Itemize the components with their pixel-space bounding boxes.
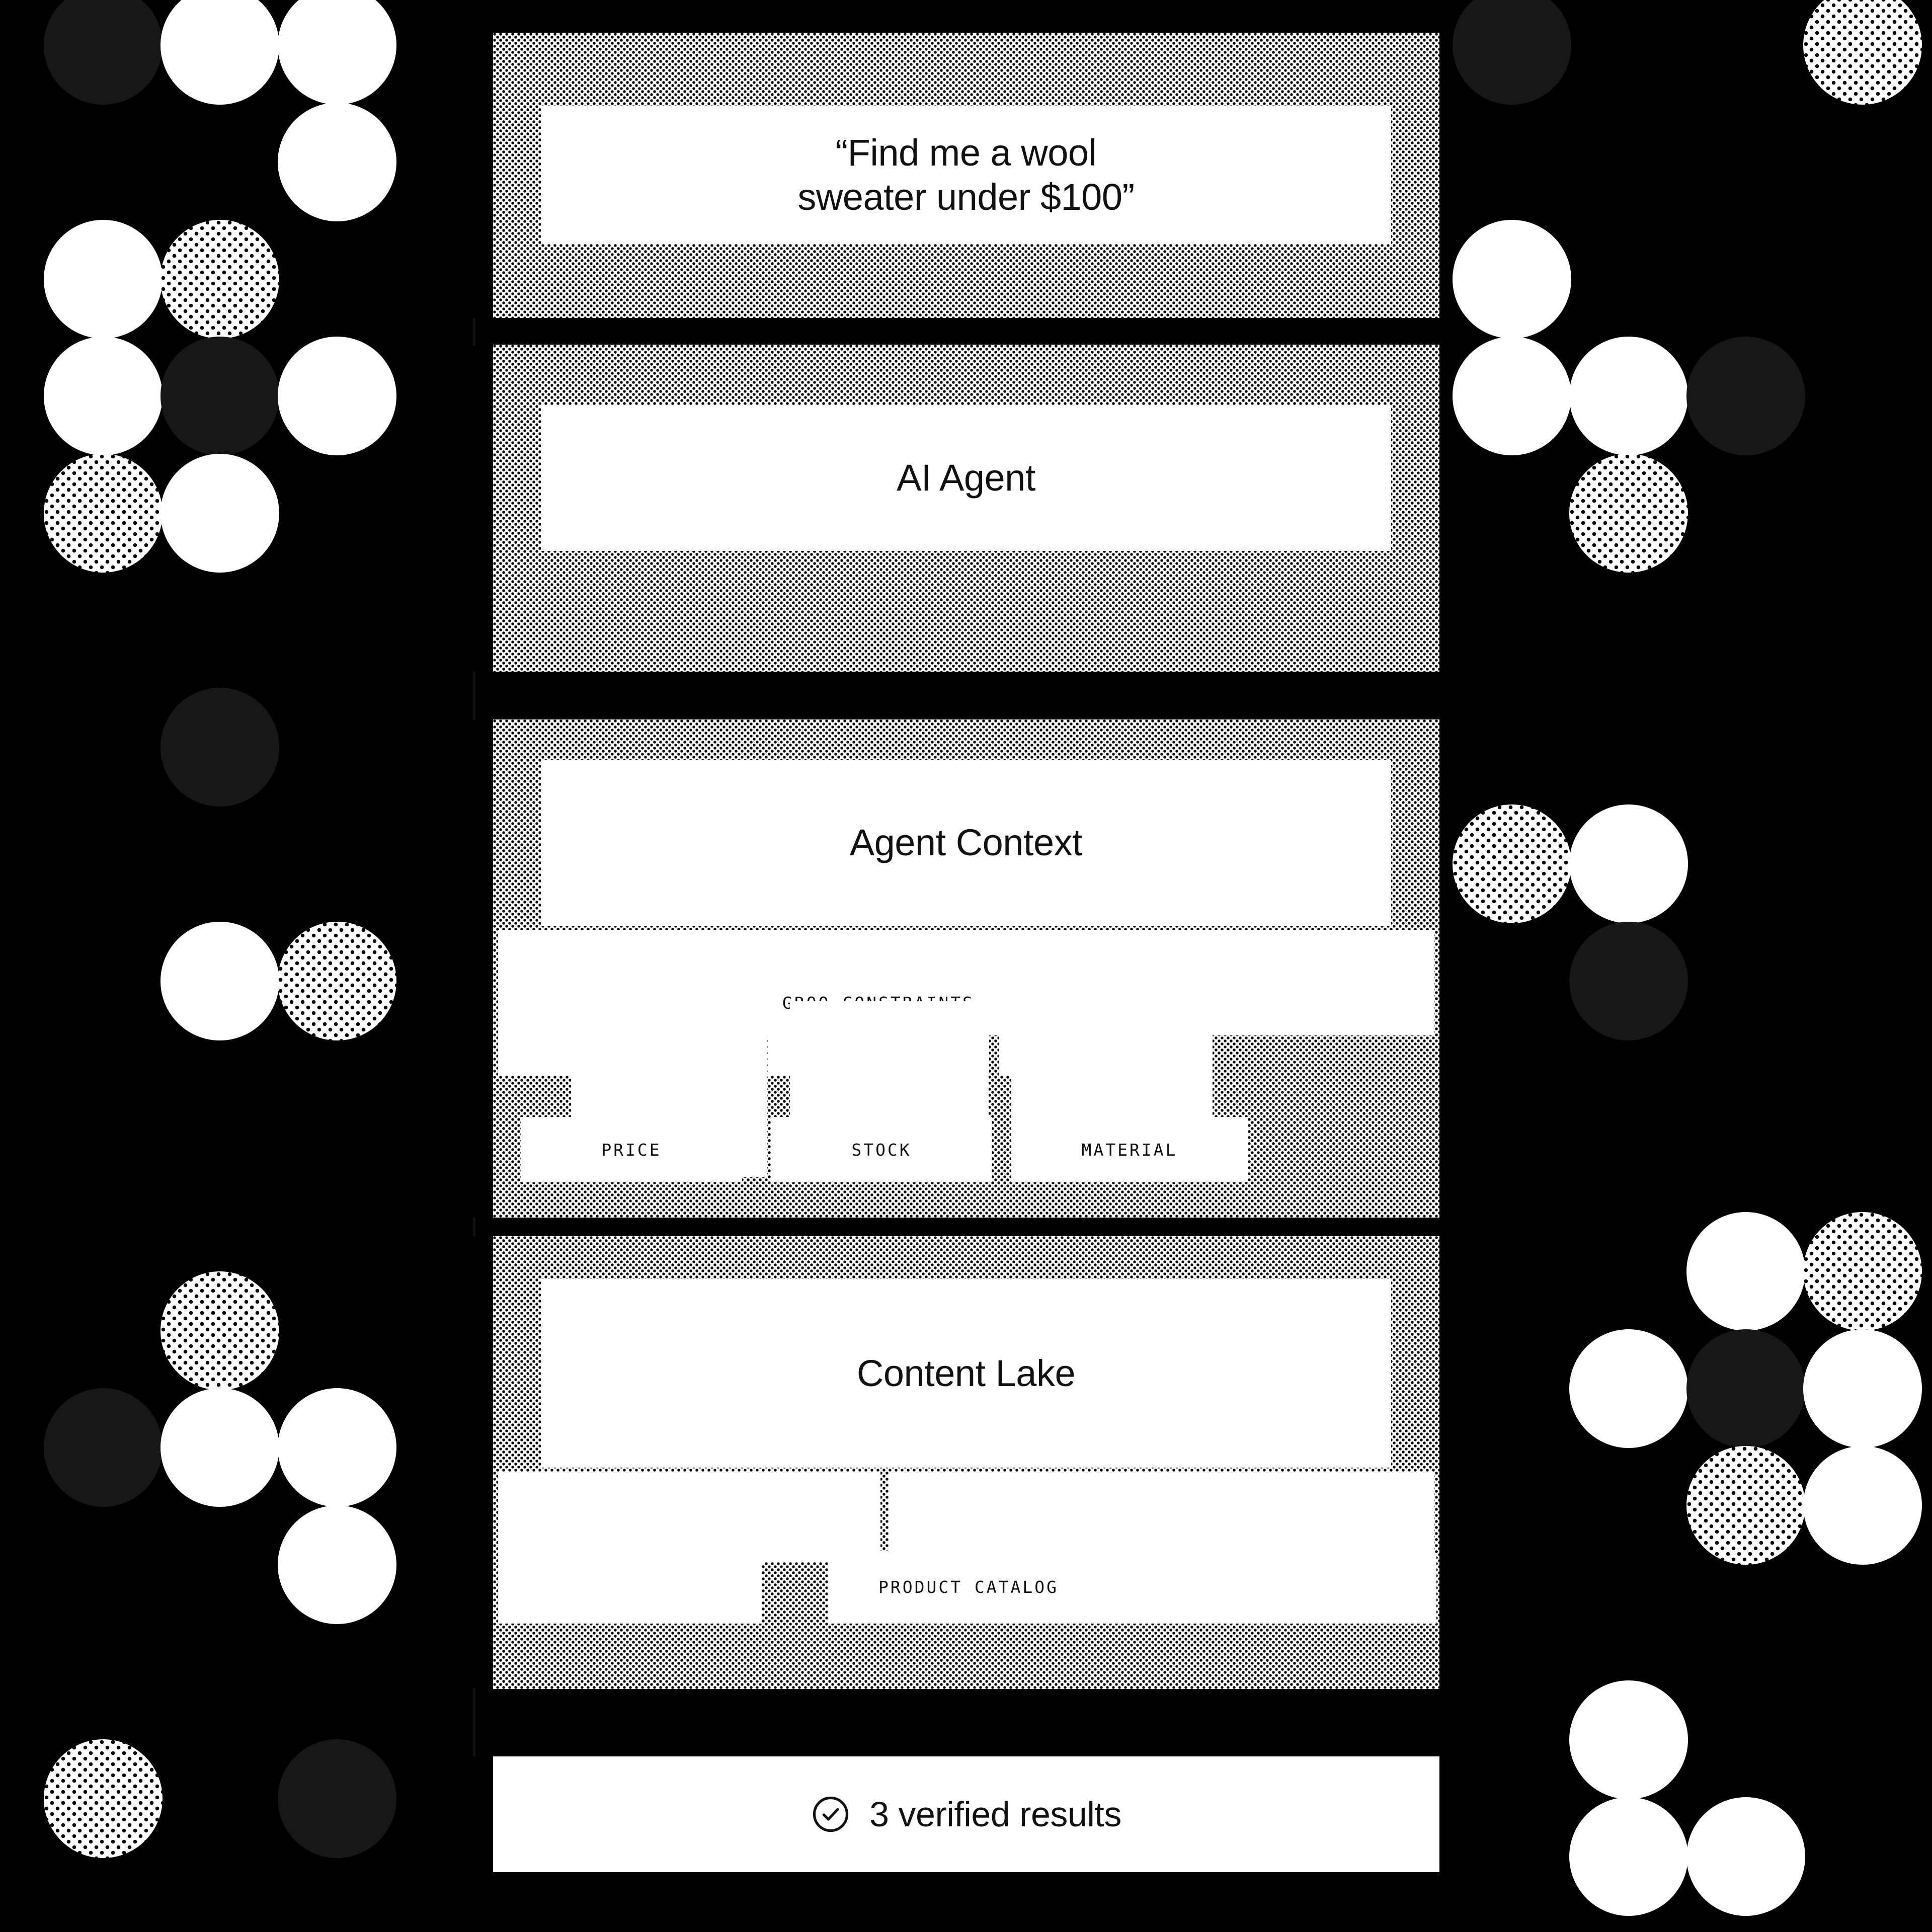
decor-circle-halftone [278,922,396,1040]
decor-circle-dark [1686,337,1805,455]
decor-circle-white [1569,804,1688,923]
content-lake-fill-left [498,1553,762,1624]
card-ai-agent: AI Agent [493,345,1439,672]
decor-circle-white [160,454,279,573]
decor-circle-halftone [1686,1446,1805,1565]
decor-circle-white [44,220,163,339]
decor-circle-white [278,337,396,455]
decor-circle-halftone [1803,1212,1922,1331]
verified-results-bar[interactable]: 3 verified results [493,1756,1439,1872]
product-catalog-label: PRODUCT CATALOG [878,1577,1059,1597]
decor-circle-dark [1569,922,1688,1040]
ai-agent-title-box: AI Agent [541,405,1391,551]
verified-results-text: 3 verified results [869,1795,1121,1834]
decor-circle-halftone [1453,804,1571,923]
card-content-lake: Content Lake PRODUCT CATALOG [493,1236,1439,1689]
agent-context-title: Agent Context [849,822,1083,864]
content-lake-subbox-left [498,1472,880,1562]
connector-1 [473,318,475,346]
decor-circle-white [160,0,279,105]
decor-circle-white [1686,1797,1805,1916]
decor-circle-white [1453,220,1571,339]
decor-circle-halftone [1803,0,1922,105]
content-lake-title-box: Content Lake [541,1279,1391,1468]
stock-box: STOCK [771,1117,992,1182]
decor-circle-halftone [44,454,163,573]
content-lake-title: Content Lake [856,1352,1076,1394]
card-agent-context: Agent Context GROQ CONSTRAINTS PRICE STO… [493,719,1439,1218]
decor-circle-white [278,1505,396,1624]
decor-circle-white [1569,337,1688,455]
content-lake-subbox-right [889,1472,1434,1562]
ai-agent-title: AI Agent [897,457,1035,499]
decor-circle-white [278,103,396,221]
decor-circle-white [1569,1680,1688,1799]
decor-circle-dark [160,688,279,807]
material-box: MATERIAL [1011,1117,1248,1182]
decor-circle-white [1453,337,1571,455]
decor-circle-white [1803,1329,1922,1448]
decor-circle-dark [1453,0,1571,105]
decor-circle-white [160,922,279,1040]
decor-circle-halftone [160,220,279,339]
decor-circle-white [160,1388,279,1507]
product-catalog-box: PRODUCT CATALOG [828,1551,1109,1624]
user-query-title-box: “Find me a wool sweater under $100” [541,106,1391,244]
decor-circle-white [1803,1446,1922,1565]
decor-circle-dark [160,337,279,455]
decor-circle-halftone [1569,454,1688,573]
check-circle-icon [813,1796,849,1832]
price-box: PRICE [521,1117,742,1182]
material-label: MATERIAL [1081,1140,1178,1160]
agent-context-title-box: Agent Context [541,760,1391,926]
stock-label: STOCK [851,1140,912,1160]
decor-circle-white [278,1388,396,1507]
agent-flow-diagram: “Find me a wool sweater under $100” AI A… [493,0,1439,1932]
decor-circle-white [1569,1797,1688,1916]
decor-circle-white [278,0,396,105]
decor-circle-white [1686,1212,1805,1331]
decor-circle-dark [278,1739,396,1858]
decor-circle-dark [44,0,163,105]
decor-circle-halftone [160,1271,279,1390]
decor-circle-dark [1686,1329,1805,1448]
connector-4 [473,1688,475,1756]
decor-circle-white [1569,1329,1688,1448]
decor-circle-dark [44,1388,163,1507]
decor-circle-white [44,337,163,455]
connector-2 [473,672,475,720]
price-label: PRICE [601,1140,662,1160]
user-query-line-2: sweater under $100” [797,176,1135,218]
card-user-query: “Find me a wool sweater under $100” [493,33,1439,318]
decor-circle-halftone [44,1739,163,1858]
user-query-line-1: “Find me a wool [835,132,1097,174]
connector-3 [473,1218,475,1236]
user-query-text: “Find me a wool sweater under $100” [541,106,1391,244]
